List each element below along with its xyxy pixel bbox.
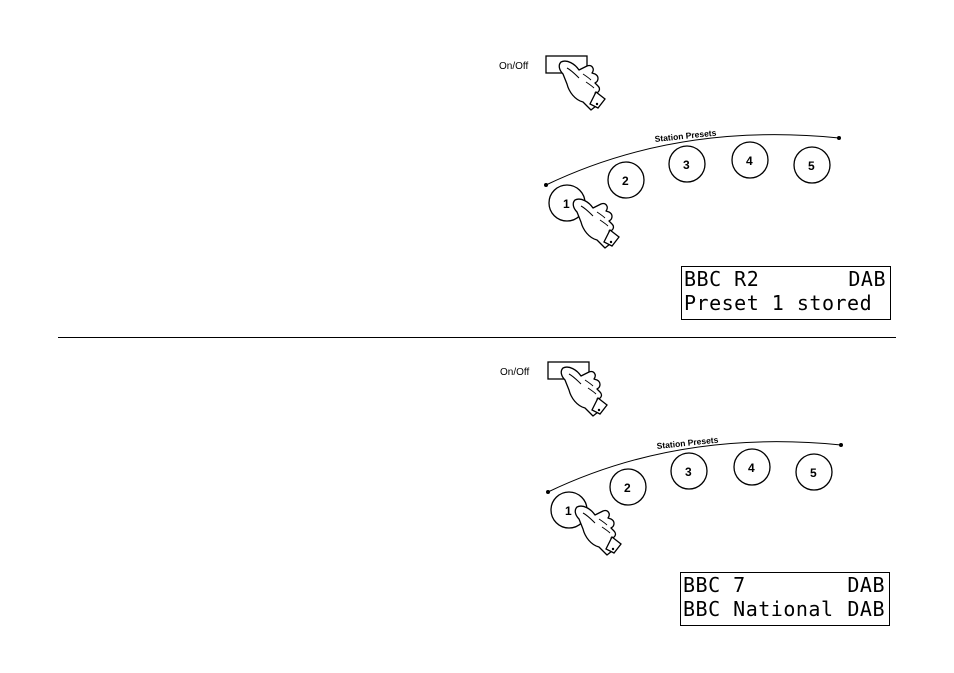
preset-button-5[interactable]: 5 [796, 454, 832, 490]
preset-button-4[interactable]: 4 [734, 449, 770, 485]
svg-text:5: 5 [808, 159, 815, 173]
onoff-label: On/Off [499, 61, 528, 72]
hand-pointer-icon [573, 199, 619, 248]
preset-button-3[interactable]: 3 [671, 453, 707, 489]
svg-text:1: 1 [565, 504, 572, 518]
hand-pointer-icon [575, 506, 621, 555]
display-line1-text: BBC 7 [683, 572, 746, 598]
preset-button-5[interactable]: 5 [794, 147, 830, 183]
panel-2: On/Off Station Presets 1 2 3 4 5 [500, 362, 843, 555]
svg-text:3: 3 [685, 465, 692, 479]
svg-text:5: 5 [810, 466, 817, 480]
svg-text:3: 3 [683, 158, 690, 172]
svg-text:4: 4 [746, 154, 753, 168]
svg-text:2: 2 [624, 481, 631, 495]
svg-text:4: 4 [748, 461, 755, 475]
preset-button-4[interactable]: 4 [732, 142, 768, 178]
display-line1-mode: DAB [847, 572, 885, 598]
svg-text:2: 2 [622, 174, 629, 188]
hand-pointer-icon [561, 367, 607, 416]
preset-button-2[interactable]: 2 [610, 469, 646, 505]
preset-button-2[interactable]: 2 [608, 162, 644, 198]
preset-button-3[interactable]: 3 [669, 146, 705, 182]
panel-1: On/Off Station Presets 1 2 3 4 5 [499, 56, 841, 248]
display-line2-text: Preset 1 stored [684, 290, 872, 316]
display-line1-mode: DAB [848, 266, 886, 292]
hand-pointer-icon [559, 61, 605, 110]
display-line2-mode: DAB [847, 596, 885, 622]
display-line1-text: BBC R2 [684, 266, 759, 292]
lcd-display: BBC 7 DAB BBC National DAB [680, 572, 890, 626]
display-line2-text: BBC National [683, 596, 834, 622]
section-divider [58, 337, 896, 338]
svg-text:1: 1 [563, 197, 570, 211]
onoff-label: On/Off [500, 367, 529, 378]
lcd-display: BBC R2 DAB Preset 1 stored [681, 266, 891, 320]
